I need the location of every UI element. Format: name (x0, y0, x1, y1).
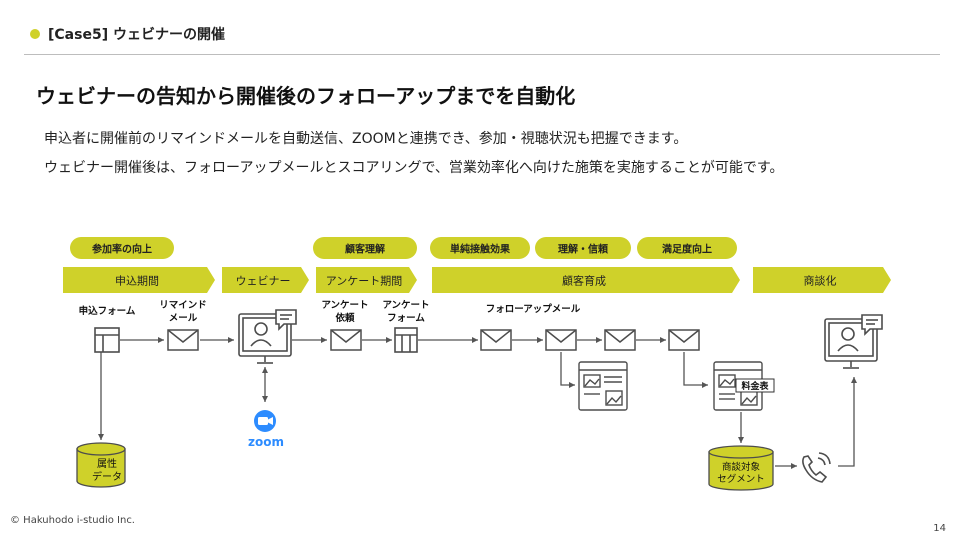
mail-icon (330, 329, 362, 351)
survey-request-label: アンケート (321, 300, 368, 311)
goal-pill: 理解・信頼 (535, 237, 631, 259)
remind-mail-label: リマインド (159, 300, 207, 311)
phase-label: ウェビナー (236, 275, 291, 288)
goal-pill: 満足度向上 (637, 237, 737, 259)
webinar-monitor-icon (238, 309, 297, 364)
phase-bar: 申込期間 ウェビナー アンケート期間 顧客育成 商談化 (63, 267, 891, 293)
goal-label: 満足度向上 (662, 243, 712, 256)
header: [Case5] ウェビナーの開催 (0, 0, 960, 56)
zoom-label: zoom (248, 435, 284, 449)
attribute-data-database-icon: 属性 データ (76, 442, 126, 488)
remind-mail-label: メール (169, 313, 198, 324)
page-title: ウェビナーの告知から開催後のフォローアップまでを自動化 (36, 84, 576, 108)
goal-label: 参加率の向上 (92, 243, 152, 256)
phase-chevron: 申込期間 (63, 267, 215, 293)
header-divider (24, 54, 940, 55)
node-labels: 申込フォーム リマインド メール アンケート 依頼 アンケート フォーム フォロ… (79, 300, 581, 324)
phase-label: 申込期間 (115, 275, 159, 288)
page-number: 14 (933, 523, 946, 534)
price-table-label: 料金表 (741, 380, 769, 392)
segment-label: セグメント (717, 473, 765, 485)
segment-database-icon: 商談対象 セグメント (708, 445, 774, 491)
copyright: © Hakuhodo i-studio Inc. (10, 515, 135, 526)
goal-pill: 参加率の向上 (70, 237, 174, 259)
form-icon (394, 327, 418, 353)
mail-icon (668, 329, 700, 351)
phase-label: 商談化 (804, 274, 837, 288)
goal-pill: 顧客理解 (313, 237, 417, 259)
goal-pills: 参加率の向上 顧客理解 単純接触効果 理解・信頼 満足度向上 (70, 237, 737, 259)
phase-label: 顧客育成 (562, 274, 606, 288)
followup-mail-label: フォローアップメール (486, 303, 581, 315)
meeting-monitor-icon (824, 314, 883, 369)
survey-form-label: フォーム (387, 313, 425, 324)
phase-chevron: 顧客育成 (432, 267, 740, 293)
attribute-data-label: データ (92, 470, 122, 483)
phase-chevron: 商談化 (753, 267, 891, 293)
segment-label: 商談対象 (722, 461, 761, 473)
description-line-2: ウェビナー開催後は、フォローアップメールとスコアリングで、営業効率化へ向けた施策… (44, 160, 784, 176)
phase-label: アンケート期間 (326, 275, 403, 288)
survey-form-label: アンケート (382, 300, 429, 311)
signup-form-label: 申込フォーム (79, 305, 136, 317)
goal-label: 顧客理解 (345, 243, 385, 256)
goal-pill: 単純接触効果 (430, 237, 530, 259)
connectors (98, 337, 857, 469)
mail-icon (167, 329, 199, 351)
mail-icon (480, 329, 512, 351)
case-label: [Case5] ウェビナーの開催 (48, 27, 225, 43)
bullet-icon (30, 29, 40, 39)
phone-icon (802, 452, 831, 483)
mail-icon (545, 329, 577, 351)
content-document-icon (578, 361, 628, 411)
attribute-data-label: 属性 (97, 457, 117, 470)
goal-label: 理解・信頼 (558, 243, 609, 256)
goal-label: 単純接触効果 (450, 243, 511, 256)
mail-icon (604, 329, 636, 351)
phase-chevron: ウェビナー (222, 267, 309, 293)
price-table-tag: 料金表 (735, 378, 775, 393)
phase-chevron: アンケート期間 (316, 267, 417, 293)
survey-request-label: 依頼 (335, 312, 355, 324)
form-icon (94, 327, 120, 353)
zoom-logo-icon: zoom (248, 410, 284, 449)
description-line-1: 申込者に開催前のリマインドメールを自動送信、ZOOMと連携でき、参加・視聴状況も… (44, 131, 688, 147)
